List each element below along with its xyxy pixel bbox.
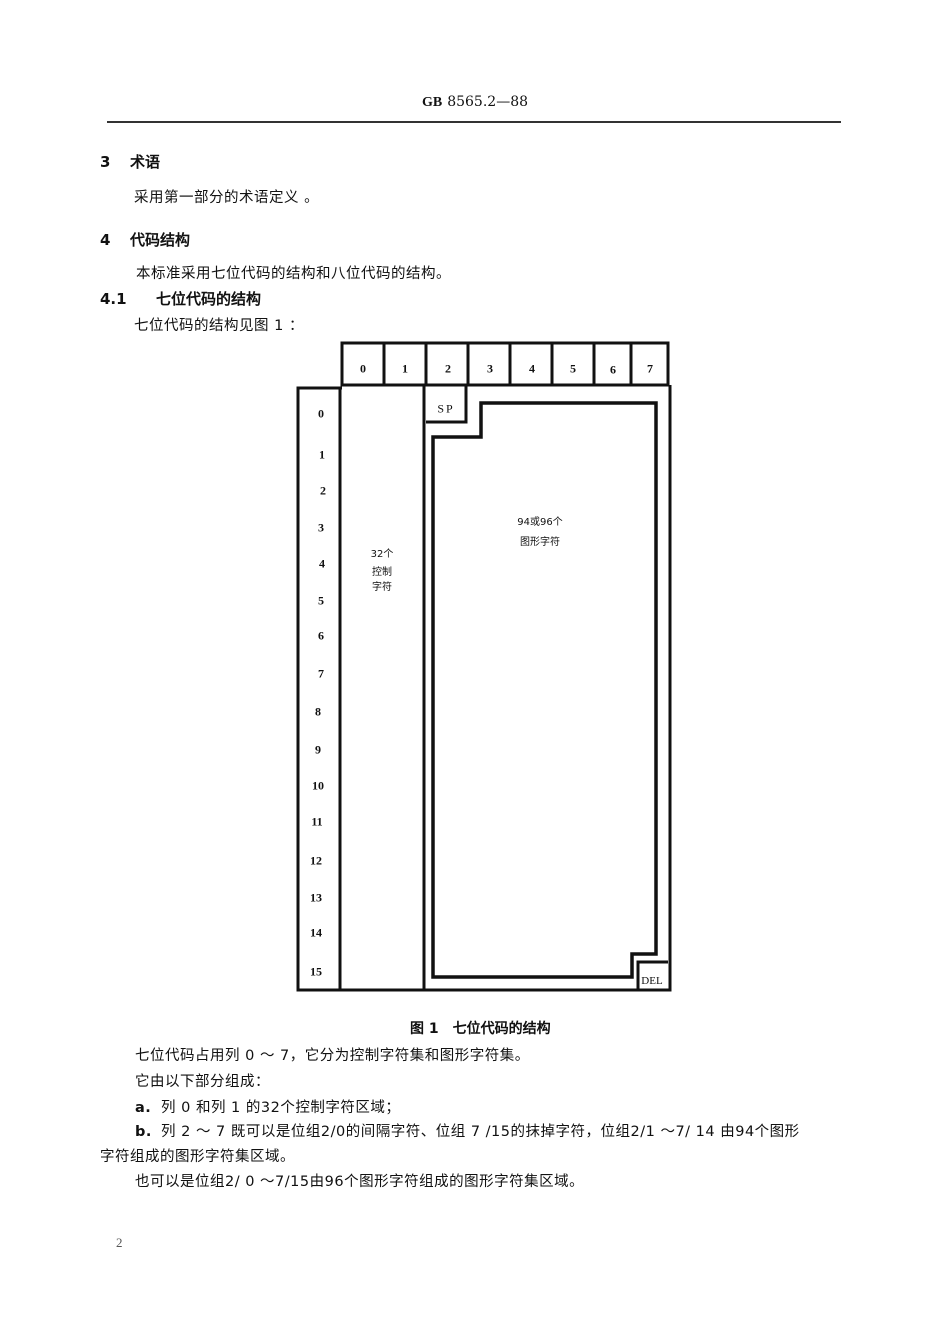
row-header-10: 10 xyxy=(312,778,324,793)
graphic-label-line2: 图形字符 xyxy=(520,537,560,548)
row-header-8: 8 xyxy=(315,704,321,719)
section-title: 术语 xyxy=(130,153,161,171)
row-header-4: 4 xyxy=(319,556,325,571)
sp-cell-label: SP xyxy=(437,401,455,416)
column-header-5: 5 xyxy=(570,361,576,376)
column-header-7: 7 xyxy=(647,361,653,376)
section-3-body: 采用第一部分的术语定义 。 xyxy=(134,190,320,206)
list-marker-b: b. xyxy=(135,1124,152,1140)
list-item-b-continuation: 字符组成的图形字符集区域。 xyxy=(100,1149,295,1165)
list-text-b: 列 2 ～ 7 既可以是位组2/0的间隔字符、位组 7 /15的抹掉字符，位组2… xyxy=(161,1124,800,1140)
section-3-heading: 3 术语 xyxy=(100,151,160,172)
section-title: 七位代码的结构 xyxy=(156,290,262,308)
row-header-11: 11 xyxy=(311,814,323,829)
section-number: 4 xyxy=(100,231,111,249)
row-header-2: 2 xyxy=(320,483,326,498)
control-characters-label: 32个 控制 字符 xyxy=(362,546,402,597)
column-header-2: 2 xyxy=(445,361,451,376)
row-header-6: 6 xyxy=(318,628,324,643)
row-header-3: 3 xyxy=(318,520,324,535)
figure-caption: 图 1 七位代码的结构 xyxy=(410,1021,551,1037)
paragraph-composition: 它由以下部分组成： xyxy=(135,1074,270,1090)
section-4-1-body: 七位代码的结构见图 1 ： xyxy=(134,318,304,334)
row-header-14: 14 xyxy=(310,925,322,940)
list-text-a: 列 0 和列 1 的32个控制字符区域； xyxy=(161,1100,401,1116)
code-number: 8565.2—88 xyxy=(447,94,529,110)
paragraph-alternative: 也可以是位组2/ 0 ～7/15由96个图形字符组成的图形字符集区域。 xyxy=(135,1174,585,1190)
graphic-characters-label: 94或96个 图形字符 xyxy=(500,514,580,552)
list-item-a: a. 列 0 和列 1 的32个控制字符区域； xyxy=(135,1096,400,1117)
section-4-1-heading: 4.1 七位代码的结构 xyxy=(100,288,261,309)
row-header-1: 1 xyxy=(319,447,325,462)
graphic-count: 94或96个 xyxy=(517,517,563,528)
row-header-13: 13 xyxy=(310,890,322,905)
row-header-12: 12 xyxy=(310,853,322,868)
column-header-1: 1 xyxy=(402,361,408,376)
row-header-0: 0 xyxy=(318,406,324,421)
header-divider xyxy=(107,121,841,123)
column-header-4: 4 xyxy=(529,361,535,376)
section-number: 3 xyxy=(100,153,111,171)
control-count: 32个 xyxy=(370,549,394,560)
control-label-line3: 字符 xyxy=(372,582,392,593)
row-header-9: 9 xyxy=(315,742,321,757)
column-header-6: 6 xyxy=(610,362,616,377)
row-header-5: 5 xyxy=(318,593,324,608)
section-4-body: 本标准采用七位代码的结构和八位代码的结构。 xyxy=(136,266,451,282)
section-4-heading: 4 代码结构 xyxy=(100,229,190,250)
del-cell-label: DEL xyxy=(641,975,663,987)
column-header-0: 0 xyxy=(360,361,366,376)
document-code: GB 8565.2—88 xyxy=(0,94,950,111)
section-title: 代码结构 xyxy=(130,231,191,249)
section-number: 4.1 xyxy=(100,290,127,308)
list-marker-a: a. xyxy=(135,1100,152,1116)
control-label-line2: 控制 xyxy=(372,567,392,578)
paragraph-columns-usage: 七位代码占用列 0 ～ 7，它分为控制字符集和图形字符集。 xyxy=(135,1048,530,1064)
column-header-3: 3 xyxy=(487,361,493,376)
code-prefix: GB xyxy=(421,95,443,110)
page-number: 2 xyxy=(116,1235,123,1250)
row-header-7: 7 xyxy=(318,666,324,681)
list-item-b: b. 列 2 ～ 7 既可以是位组2/0的间隔字符、位组 7 /15的抹掉字符，位… xyxy=(135,1120,800,1141)
row-header-15: 15 xyxy=(310,964,322,979)
